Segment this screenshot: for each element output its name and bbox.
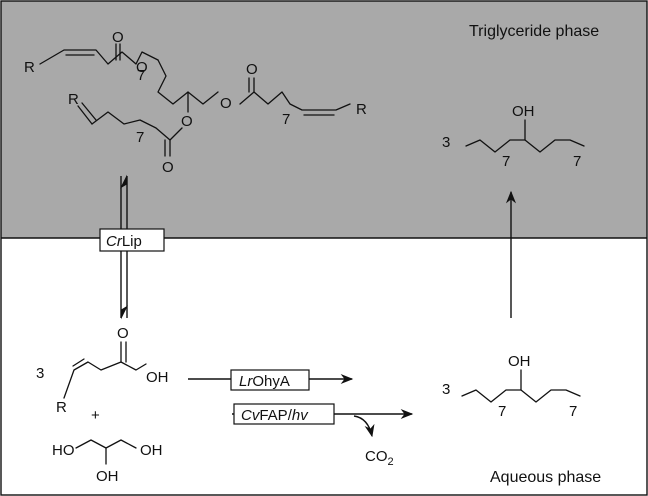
aqueous-phase-label: Aqueous phase — [490, 469, 601, 486]
triglyceride-ester-o-1: O — [136, 59, 148, 76]
triglyceride-phase-label: Triglyceride phase — [469, 23, 599, 40]
triglyceride-phase-region — [1, 1, 647, 238]
triglyceride-n-1: 7 — [137, 67, 145, 84]
alcohol-bottom-molecule — [461, 369, 581, 403]
alcohol-bottom-coefficient: 3 — [442, 381, 450, 398]
fatty-acid-coefficient: 3 — [36, 365, 44, 382]
lipase-enzyme-label: CrLip — [106, 233, 142, 250]
fatty-acid-carbonyl-o: O — [117, 325, 129, 342]
alcohol-bottom-n-2: 7 — [569, 403, 577, 420]
alcohol-bottom-oh: OH — [508, 353, 531, 370]
triglyceride-carbonyl-o-2: O — [246, 61, 258, 78]
glycerol-molecule — [75, 439, 137, 465]
alcohol-top-molecule — [465, 119, 585, 153]
co2-release-arrow — [353, 415, 375, 438]
triglyceride-r-right: R — [356, 101, 367, 118]
triglyceride-molecule — [39, 43, 351, 157]
hydratase-enzyme-box — [230, 369, 310, 391]
glycerol-ho-left: HO — [52, 442, 75, 459]
glycerol-oh-bottom: OH — [96, 468, 119, 485]
alcohol-bottom-n-1: 7 — [498, 403, 506, 420]
co2-label: CO2 — [365, 448, 394, 468]
plus-sign: + — [91, 407, 100, 424]
triglyceride-carbonyl-o-1: O — [112, 29, 124, 46]
alcohol-top-coefficient: 3 — [442, 134, 450, 151]
triglyceride-ester-o-2: O — [220, 95, 232, 112]
alcohol-top-oh: OH — [512, 103, 535, 120]
triglyceride-r-middle: R — [68, 91, 79, 108]
lipase-enzyme-box — [99, 228, 165, 252]
fatty-acid-molecule — [63, 341, 147, 399]
triglyceride-ester-o-3: O — [181, 113, 193, 130]
decarboxylase-enzyme-box — [233, 403, 335, 425]
triglyceride-n-2: 7 — [282, 111, 290, 128]
triglyceride-carbonyl-o-3: O — [162, 159, 174, 176]
glycerol-oh-right: OH — [140, 442, 163, 459]
fatty-acid-oh: OH — [146, 369, 169, 386]
triglyceride-r-left: R — [24, 59, 35, 76]
fatty-acid-r: R — [56, 399, 67, 416]
decarboxylase-enzyme-label: CvFAP/hv — [241, 407, 309, 424]
triglyceride-n-3: 7 — [136, 129, 144, 146]
alcohol-top-n-2: 7 — [573, 153, 581, 170]
aqueous-phase-region — [1, 238, 647, 495]
hydratase-enzyme-label: LrOhyA — [239, 373, 290, 390]
alcohol-top-n-1: 7 — [502, 153, 510, 170]
